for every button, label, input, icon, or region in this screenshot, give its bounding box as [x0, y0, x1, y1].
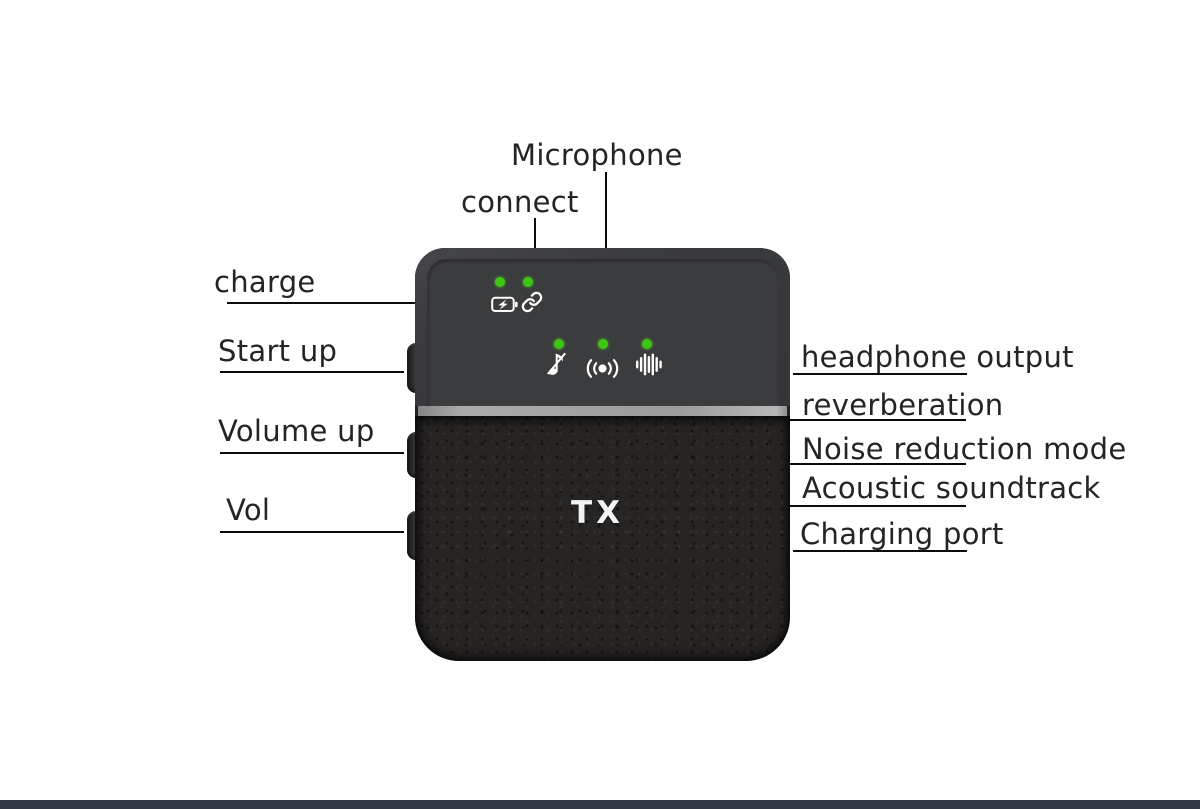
device-top-panel-inner [427, 259, 778, 406]
label-charging-port: Charging port [800, 517, 1004, 551]
reverberation-led [642, 339, 652, 349]
acoustic-soundtrack-led [554, 339, 564, 349]
device-seam-stripe [418, 406, 787, 416]
label-microphone: Microphone [511, 138, 683, 172]
tx-model-label: TX [571, 495, 625, 531]
bottom-bar [0, 800, 1200, 809]
connect-led [523, 277, 533, 287]
device-top-panel [415, 248, 790, 406]
leader-line-microphone [605, 172, 607, 249]
label-noise-reduction-mode: Noise reduction mode [802, 432, 1127, 466]
device-body: TX [415, 248, 790, 661]
broadcast-icon [584, 358, 621, 383]
link-icon [521, 291, 543, 317]
label-vol: Vol [226, 493, 271, 527]
music-note-slash-icon [546, 352, 569, 381]
label-connect: connect [461, 185, 579, 219]
underline-vol [220, 531, 404, 533]
underline-headphone-output [793, 373, 967, 375]
noise-reduction-led [598, 339, 608, 349]
label-volume-up: Volume up [218, 414, 375, 448]
label-headphone-output: headphone output [801, 340, 1074, 374]
device-leather-back [415, 416, 790, 661]
underline-volume-up [220, 452, 404, 454]
label-charge: charge [214, 265, 316, 299]
leader-line-reverberation [649, 419, 966, 421]
sound-wave-icon [636, 353, 662, 380]
transmitter-device: TX [407, 248, 790, 661]
leader-line-charge [227, 302, 493, 304]
label-reverberation: reverberation [802, 388, 1004, 422]
label-acoustic-soundtrack: Acoustic soundtrack [802, 471, 1101, 505]
underline-start-up [220, 371, 404, 373]
charge-led [495, 277, 505, 287]
label-start-up: Start up [218, 334, 338, 368]
underline-charging-port [793, 550, 967, 552]
battery-charge-icon [491, 296, 518, 317]
